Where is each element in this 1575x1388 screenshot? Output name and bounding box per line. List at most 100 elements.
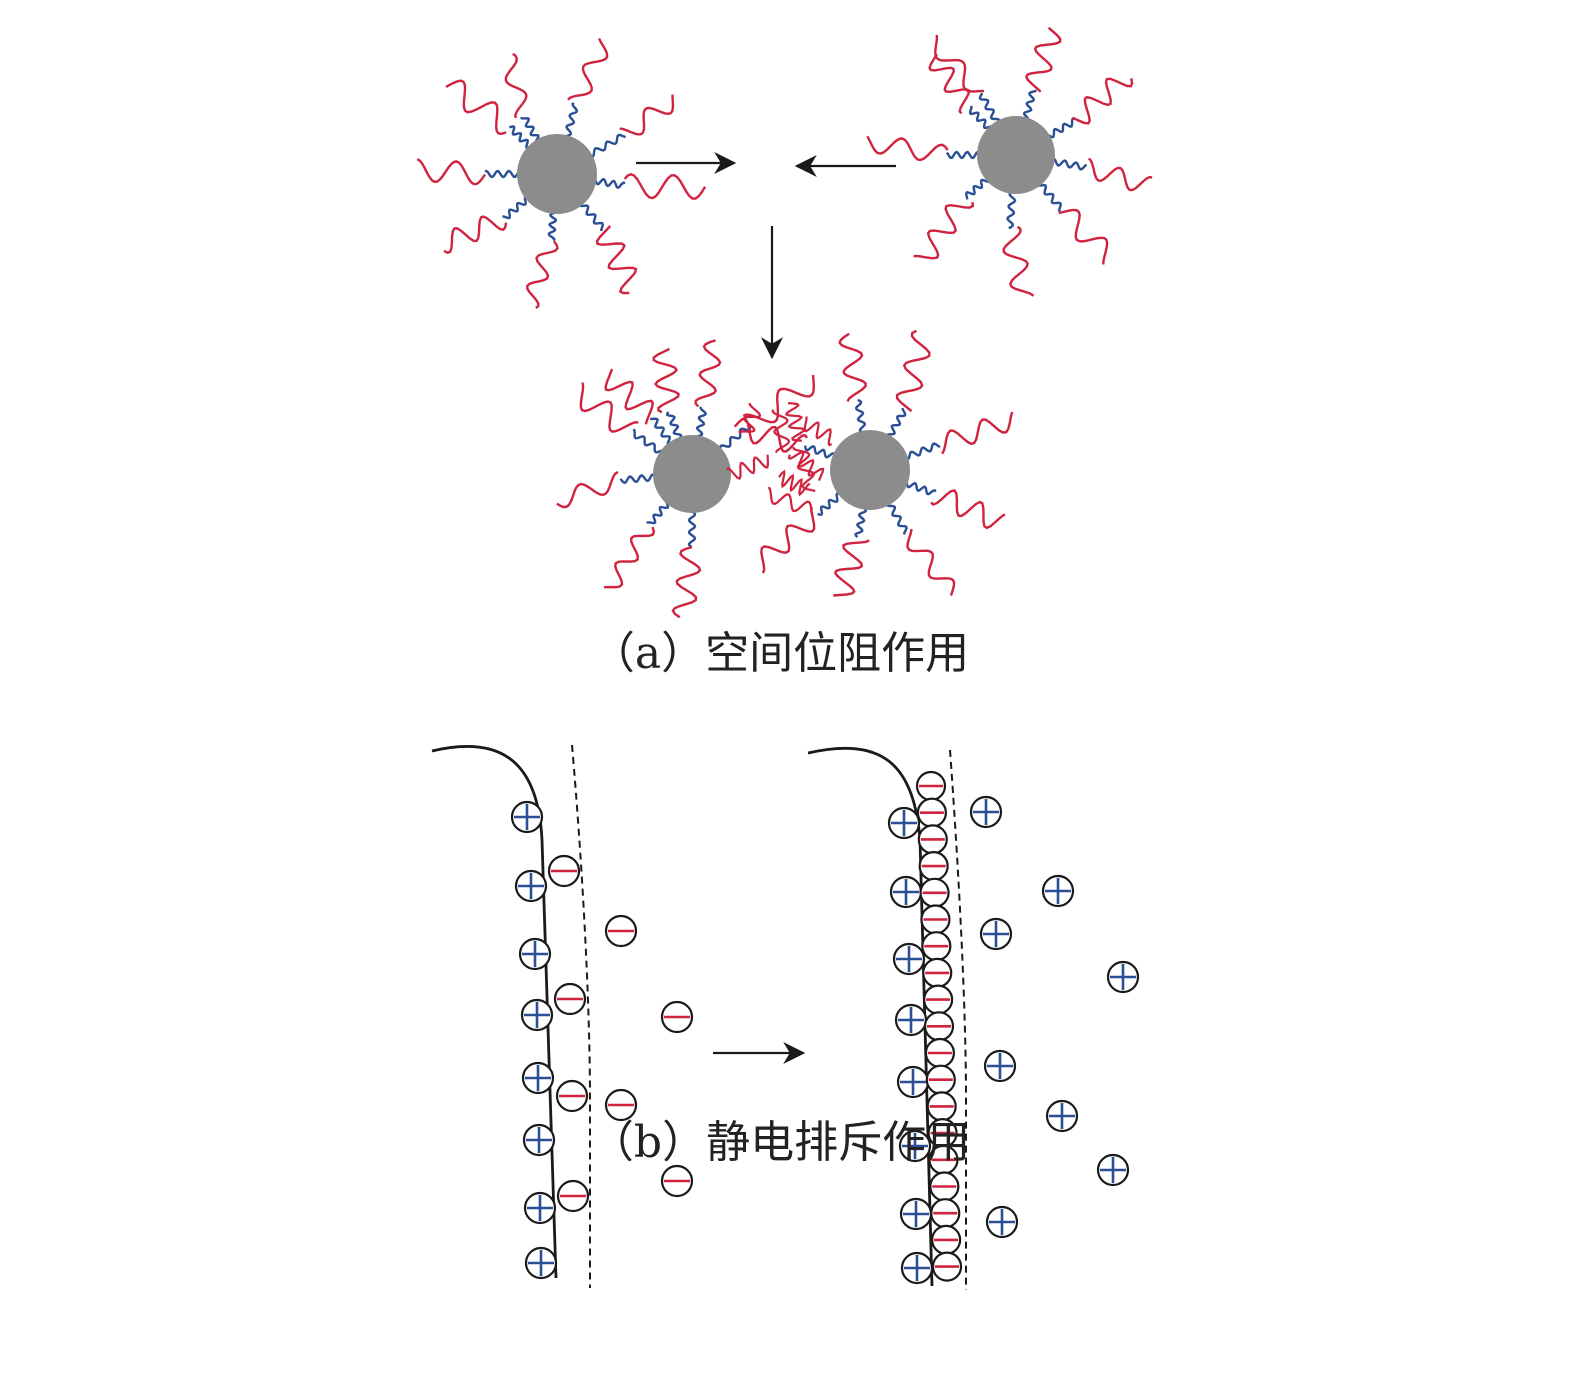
tail-chain [913,202,975,260]
anchor-chain [564,102,579,138]
polymer-coated-particle-left [416,37,707,310]
negative-ion-icon [917,824,948,855]
negative-ion-icon [604,914,638,948]
anchor-chain [590,133,626,159]
tail-chain [567,37,609,101]
positive-ion-icon [510,800,544,834]
tail-chain [526,240,559,310]
positive-ion-icon [983,1049,1017,1083]
tail-chain [906,528,956,596]
caption-b: （b）静电排斥作用 [590,1117,970,1168]
tail-chain [934,34,985,93]
negative-ion-icon [931,1224,962,1256]
positive-ion-icon [985,1205,1019,1239]
positive-ion-icon [522,1123,556,1157]
negative-ion-icon [921,931,952,962]
tail-chain [445,79,507,136]
particle-pair-left [556,339,816,619]
caption-a: （a）空间位阻作用 [591,628,969,679]
negative-ion-icon [923,984,954,1015]
anchor-chain [519,116,540,143]
nanoparticle [653,435,731,513]
tail-chain [504,52,528,119]
anchor-chain [578,204,605,232]
negative-ion-icon [555,1079,589,1113]
positive-ion-icon [523,1191,557,1225]
positive-ion-icon [1106,960,1140,994]
anchor-chain [968,105,993,130]
tail-chain [604,368,655,425]
negative-ion-icon [920,904,951,935]
tail-chain [604,526,656,589]
negative-ion-icon [925,1064,956,1095]
tail-chain [787,450,825,482]
negative-ion-icon [923,1011,955,1042]
positive-ion-icon [979,917,1013,951]
negative-ion-icon [916,797,947,828]
negative-ion-icon [553,982,587,1016]
negative-ion-icon [924,1037,956,1069]
positive-ion-icon [969,795,1003,829]
tail-chain [778,469,811,497]
ions-left [510,800,694,1280]
anchor-chain [817,492,842,516]
shear-plane-left [571,744,591,1288]
tail-chain [930,489,1006,530]
panel-a: （a）空间位阻作用 [416,26,1153,679]
tail-chain [652,347,680,414]
positive-ion-icon [1045,1099,1079,1133]
tail-chain [1002,225,1035,297]
tail-chain [742,374,816,424]
positive-ion-icon [898,1129,932,1163]
negative-ion-icon [930,1198,961,1229]
anchor-chain [1006,190,1017,230]
positive-ion-icon [518,937,552,971]
entangled-chains [726,402,833,517]
tail-chain [1024,26,1062,93]
anchor-chain [632,428,664,454]
negative-ion-icon [915,770,947,802]
nanoparticle [517,134,597,214]
negative-ion-icon [547,854,581,888]
anchor-chain [593,178,626,190]
anchor-chain [646,500,670,525]
anchor-chain [1037,183,1062,213]
positive-ion-icon [524,1246,558,1280]
tail-chain [784,402,806,442]
tail-chain [443,215,508,255]
negative-ion-icon [929,1171,960,1202]
positive-ion-icon [887,806,921,840]
anchor-chain [687,510,697,549]
anchor-chain [666,411,683,441]
positive-ion-icon [900,1251,934,1285]
nanoparticle [830,430,910,510]
anchor-chain [502,195,527,220]
negative-ion-icon [918,850,949,882]
tail-chain [595,225,638,295]
anchor-chain [508,125,530,150]
anchor-chain [945,150,980,160]
shear-plane-right [949,749,967,1290]
tail-chain [895,329,931,413]
positive-ion-icon [514,869,548,903]
tail-chain [928,53,970,115]
anchor-chain [547,210,558,242]
anchor-chain [885,407,907,437]
negative-ion-icon [660,1164,694,1198]
tail-chain [671,545,702,619]
tail-chain [694,339,722,408]
positive-ion-icon [899,1197,933,1231]
tail-chain [579,382,639,433]
negative-ion-icon [922,957,953,989]
anchor-chain [965,178,991,200]
tail-chain [767,486,814,517]
anchor-chain [695,406,708,439]
tail-chain [619,94,675,136]
tail-chain [838,332,867,402]
anchor-chain [906,442,941,461]
tail-chain [771,409,791,454]
tail-chain [1072,77,1134,125]
negative-ion-icon [556,1179,590,1213]
tail-chain [738,402,762,434]
